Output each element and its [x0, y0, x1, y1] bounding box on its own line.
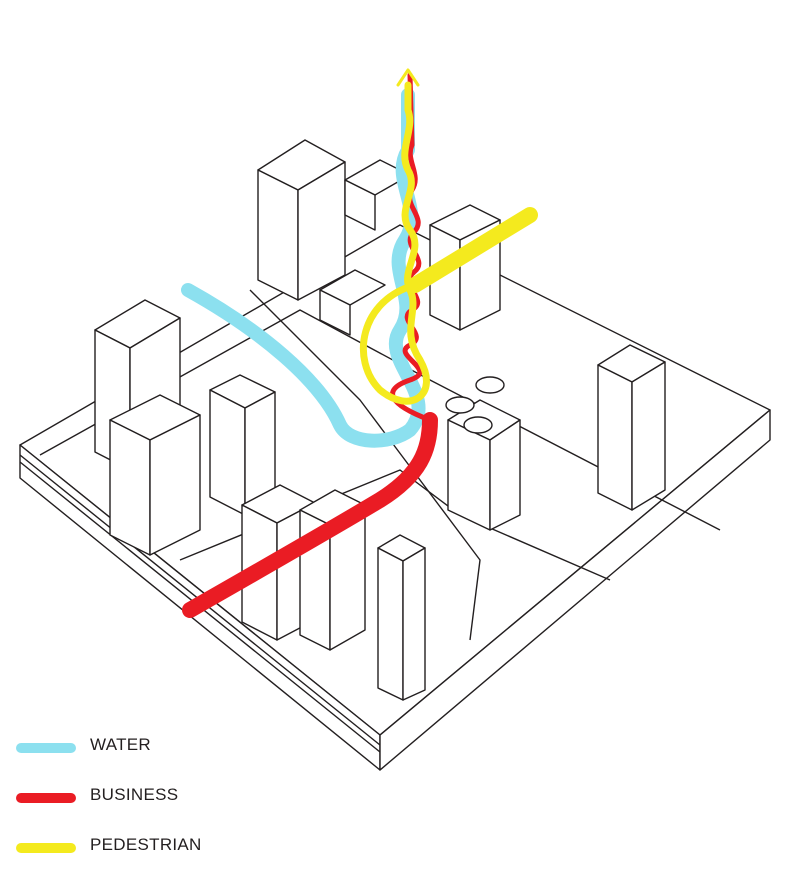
tower-f-front	[377, 547, 404, 701]
legend-label-business: BUSINESS	[90, 785, 179, 804]
site-linework	[19, 139, 771, 771]
legend-label-water: WATER	[90, 735, 151, 754]
tank-roof	[445, 396, 475, 414]
road-edge	[249, 289, 481, 641]
tower-right-front	[597, 364, 633, 511]
tower-left-b-side	[149, 414, 201, 556]
tower-right-side	[631, 361, 666, 511]
legend-swatch-pedestrian	[16, 843, 76, 853]
tower-left-b-front	[109, 419, 151, 556]
pedestrian-flow-path	[407, 207, 538, 293]
tower-c-front	[209, 389, 246, 516]
small-building	[319, 289, 351, 336]
upward-arrow-head	[396, 68, 420, 87]
base-slab-right-face	[379, 409, 771, 771]
legend-swatch-water	[16, 743, 76, 753]
small-building	[344, 179, 376, 231]
tank-roof	[475, 376, 505, 394]
legend-item-water: WATER	[16, 728, 316, 778]
legend: WATER BUSINESS PEDESTRIAN	[16, 728, 316, 878]
legend-label-pedestrian: PEDESTRIAN	[90, 835, 202, 854]
legend-item-pedestrian: PEDESTRIAN	[16, 828, 316, 878]
tower-f-side	[402, 547, 426, 701]
tower-back-front	[257, 169, 299, 301]
pedestrian-spiral	[359, 81, 430, 405]
legend-swatch-business	[16, 793, 76, 803]
flow-paths	[181, 68, 538, 618]
tank-roof	[463, 416, 493, 434]
block-round-side	[489, 419, 521, 531]
block-round-front	[447, 419, 491, 531]
business-flow-path	[182, 412, 438, 618]
legend-item-business: BUSINESS	[16, 778, 316, 828]
